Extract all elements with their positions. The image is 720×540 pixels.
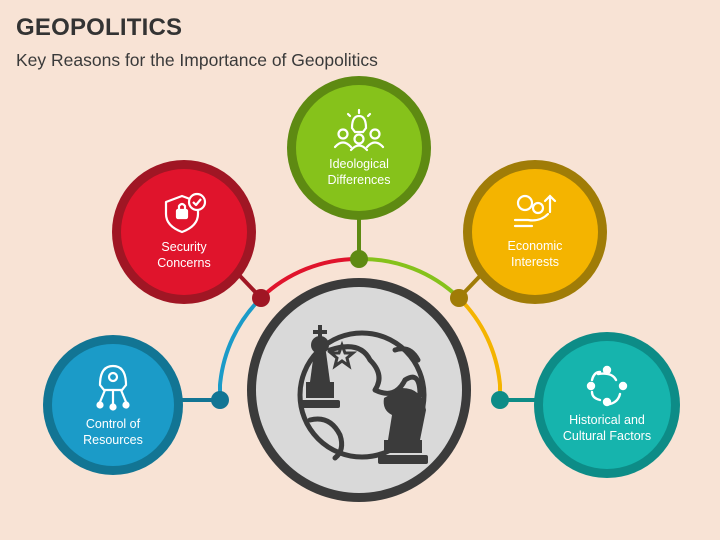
money-hand-icon <box>513 194 557 228</box>
node-economic-interests <box>463 160 607 304</box>
node-label-historical: Historical and Cultural Factors <box>562 413 652 443</box>
joint-dot-historical <box>491 391 509 409</box>
node-historical-cultural <box>534 332 680 478</box>
arc-segment-security <box>259 256 360 300</box>
node-control-of-resources <box>43 335 183 475</box>
node-label-ideological: Ideological Differences <box>327 157 391 187</box>
node-label-control: Control of Resources <box>83 417 143 447</box>
node-label-economic: Economic Interests <box>507 239 563 269</box>
chess-knight-icon <box>378 388 428 464</box>
network-head-icon <box>96 364 130 411</box>
joint-dot-security <box>252 289 270 307</box>
joint-dot-economic <box>450 289 468 307</box>
arc-segment-control <box>218 296 263 400</box>
joint-dot-ideological <box>350 250 368 268</box>
star-icon <box>326 340 358 370</box>
page-subtitle: Key Reasons for the Importance of Geopol… <box>16 50 378 70</box>
page-title: GEOPOLITICS <box>16 14 183 41</box>
circular-people-icon <box>586 365 628 407</box>
people-idea-icon <box>333 108 385 152</box>
chess-king-icon <box>300 325 340 408</box>
node-security-concerns <box>112 160 256 304</box>
node-label-security: Security Concerns <box>157 240 211 270</box>
globe-chess-icon <box>297 330 427 461</box>
center-hub <box>247 278 471 502</box>
arc-segment-ideological <box>358 256 461 300</box>
joint-dot-control <box>211 391 229 409</box>
node-ideological-differences <box>287 76 431 220</box>
arc-segment-economic <box>457 296 502 400</box>
shield-lock-icon <box>164 192 207 234</box>
